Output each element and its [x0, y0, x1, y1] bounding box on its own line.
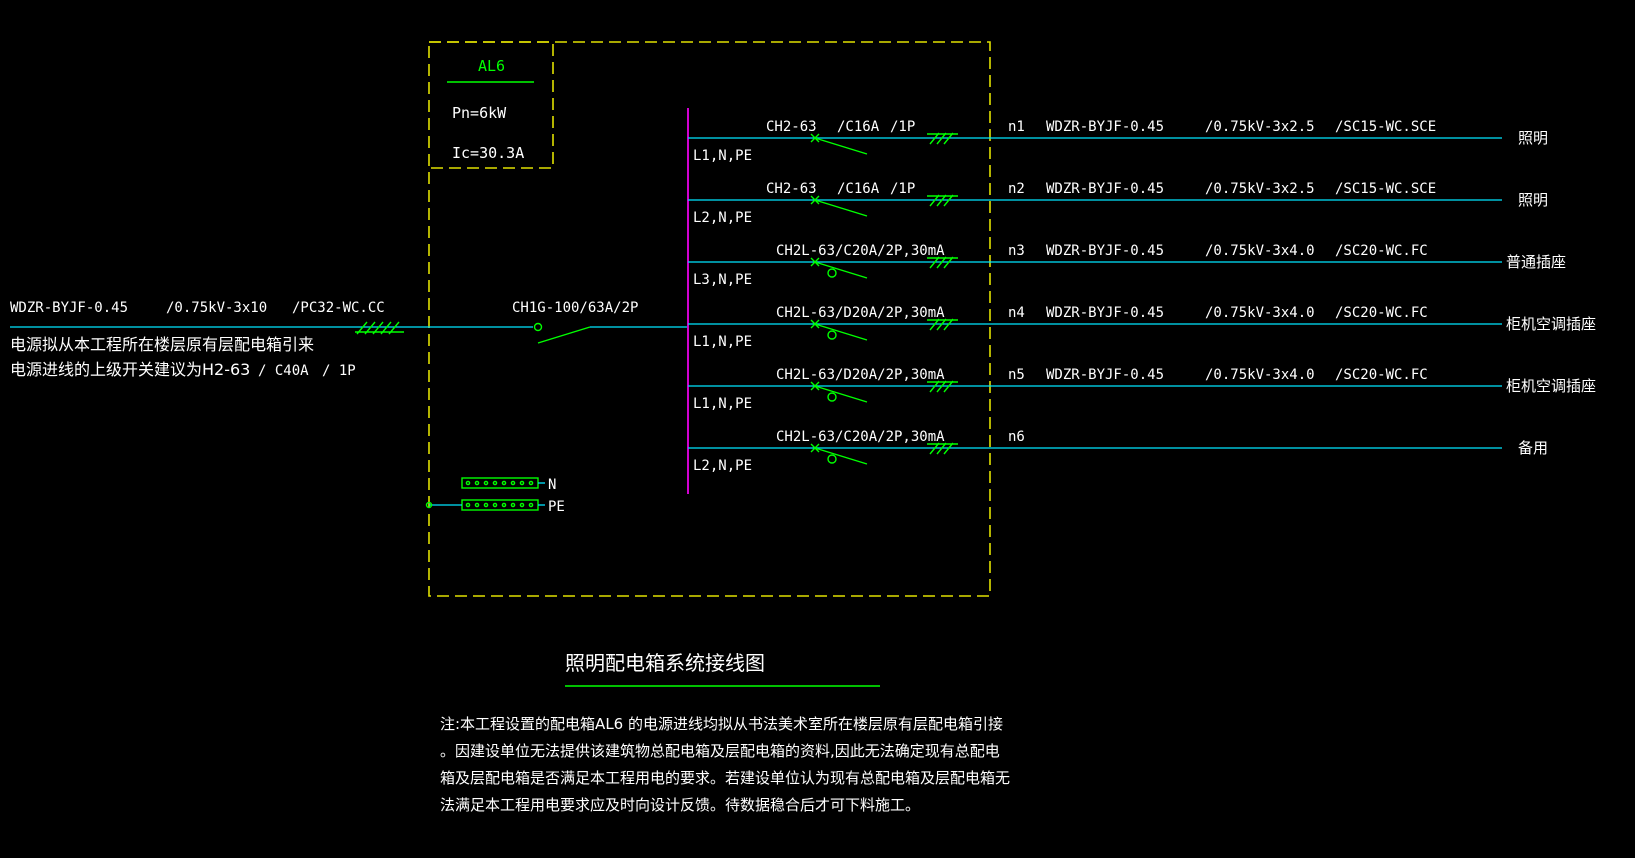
terminal-n-label: N	[548, 477, 556, 493]
circuit-id: n6	[1008, 429, 1025, 445]
circuit-breaker: CH2L-63/C20A/2P,30mA	[776, 243, 945, 259]
circuit-cable: WDZR-BYJF-0.45	[1046, 243, 1164, 259]
circuit-conduit: /SC20-WC.FC	[1335, 243, 1428, 259]
circuit-load: 柜机空调插座	[1506, 377, 1596, 395]
panel-name: AL6	[478, 57, 505, 75]
circuit-phase: L1,N,PE	[693, 334, 752, 350]
incoming-spec: /0.75kV-3x10	[166, 300, 267, 316]
circuit-spec: /0.75kV-3x4.0	[1205, 243, 1315, 259]
circuit-id: n4	[1008, 305, 1025, 321]
circuit-id: n5	[1008, 367, 1025, 383]
incoming-cable: WDZR-BYJF-0.45	[10, 300, 128, 316]
circuit-n5: L1,N,PE CH2L-63/D20A/2P,30mA n5 WDZR-BYJF-0…	[688, 367, 1596, 412]
incoming-conduit: /PC32-WC.CC	[292, 300, 385, 316]
circuit-n2: L2,N,PE CH2-63/C16A/1P n2 WDZR-BYJF-0.45/0.…	[688, 181, 1548, 226]
incoming-note-pole: / 1P	[322, 363, 356, 379]
circuit-load: 照明	[1518, 129, 1548, 147]
circuit-breaker: CH2L-63/D20A/2P,30mA	[776, 367, 945, 383]
wire-count-marks	[927, 132, 958, 145]
circuit-load: 照明	[1518, 191, 1548, 209]
circuit-id: n3	[1008, 243, 1025, 259]
terminal-pe: PE	[425, 499, 565, 515]
panel-info-box	[429, 41, 554, 169]
circuit-cable: WDZR-BYJF-0.45	[1046, 367, 1164, 383]
main-breaker-blade	[537, 326, 591, 344]
note-line-2: 。因建设单位无法提供该建筑物总配电箱及层配电箱的资料,因此无法确定现有总配电	[440, 742, 1000, 760]
terminal-pe-label: PE	[548, 499, 565, 515]
circuit-breaker: CH2-63	[766, 119, 817, 135]
circuit-phase: L1,N,PE	[693, 396, 752, 412]
circuit-conduit: /SC15-WC.SCE	[1335, 181, 1436, 197]
circuit-load: 普通插座	[1506, 253, 1566, 271]
wire-count-marks	[927, 442, 958, 455]
circuit-cable: WDZR-BYJF-0.45	[1046, 181, 1164, 197]
circuit-spec: /0.75kV-3x4.0	[1205, 305, 1315, 321]
incoming-note-line2: 电源进线的上级开关建议为H2-63	[10, 360, 250, 379]
note-line-1: 注:本工程设置的配电箱AL6 的电源进线均拟从书法美术室所在楼层原有层配电箱引接	[440, 715, 1003, 733]
incoming-note-line1: 电源拟从本工程所在楼层原有层配电箱引来	[10, 335, 314, 354]
note-line-3: 箱及层配电箱是否满足本工程用电的要求。若建设单位认为现有总配电箱及层配电箱无	[440, 769, 1010, 787]
breaker-symbol	[810, 443, 868, 465]
breaker-symbol	[810, 133, 868, 155]
circuit-rating: /C16A	[837, 181, 880, 197]
circuit-n3: L3,N,PE CH2L-63/C20A/2P,30mA n3 WDZR-BYJF-0…	[688, 243, 1566, 288]
circuit-n6: L2,N,PE CH2L-63/C20A/2P,30mA n6 备用	[688, 429, 1548, 474]
incoming-note-breaker: / C40A	[258, 363, 309, 379]
circuit-pole: /1P	[890, 181, 915, 197]
circuit-breaker: CH2L-63/D20A/2P,30mA	[776, 305, 945, 321]
circuit-spec: /0.75kV-3x2.5	[1205, 119, 1315, 135]
circuit-conduit: /SC20-WC.FC	[1335, 367, 1428, 383]
distribution-box-outline	[428, 41, 991, 597]
wire-count-marks	[927, 380, 958, 393]
rcd-symbol	[827, 392, 837, 402]
circuit-cable: WDZR-BYJF-0.45	[1046, 305, 1164, 321]
breaker-symbol	[810, 195, 868, 217]
circuit-load: 柜机空调插座	[1506, 315, 1596, 333]
main-breaker-label: CH1G-100/63A/2P	[512, 300, 638, 316]
circuit-id: n2	[1008, 181, 1025, 197]
breaker-symbol	[810, 319, 868, 341]
circuit-cable: WDZR-BYJF-0.45	[1046, 119, 1164, 135]
circuit-rating: /C16A	[837, 119, 880, 135]
circuit-spec: /0.75kV-3x4.0	[1205, 367, 1315, 383]
main-breaker-contact	[533, 322, 543, 332]
circuit-phase: L3,N,PE	[693, 272, 752, 288]
circuit-id: n1	[1008, 119, 1025, 135]
circuit-spec: /0.75kV-3x2.5	[1205, 181, 1315, 197]
rcd-symbol	[827, 454, 837, 464]
circuit-conduit: /SC15-WC.SCE	[1335, 119, 1436, 135]
circuit-breaker: CH2-63	[766, 181, 817, 197]
wire-count-marks	[927, 318, 958, 331]
circuit-phase: L2,N,PE	[693, 458, 752, 474]
circuit-n1: L1,N,PE CH2-63/C16A/1P n1 WDZR-BYJF-0.45/0.…	[688, 119, 1548, 164]
incoming-wire-count-marks	[355, 321, 404, 335]
panel-current: Ic=30.3A	[452, 144, 524, 162]
rcd-symbol	[827, 330, 837, 340]
circuit-load: 备用	[1518, 439, 1548, 457]
circuit-breaker: CH2L-63/C20A/2P,30mA	[776, 429, 945, 445]
wire-count-marks	[927, 194, 958, 207]
circuit-pole: /1P	[890, 119, 915, 135]
circuit-phase: L2,N,PE	[693, 210, 752, 226]
circuit-n4: L1,N,PE CH2L-63/D20A/2P,30mA n4 WDZR-BYJF-0…	[688, 305, 1596, 350]
diagram-title: 照明配电箱系统接线图	[565, 651, 765, 675]
rcd-symbol	[827, 268, 837, 278]
circuit-phase: L1,N,PE	[693, 148, 752, 164]
note-line-4: 法满足本工程用电要求应及时向设计反馈。待数据稳合后才可下料施工。	[440, 796, 920, 814]
breaker-symbol	[810, 257, 868, 279]
wire-count-marks	[927, 256, 958, 269]
terminal-n: N	[461, 477, 556, 493]
breaker-symbol	[810, 381, 868, 403]
circuit-conduit: /SC20-WC.FC	[1335, 305, 1428, 321]
panel-power: Pn=6kW	[452, 104, 507, 122]
